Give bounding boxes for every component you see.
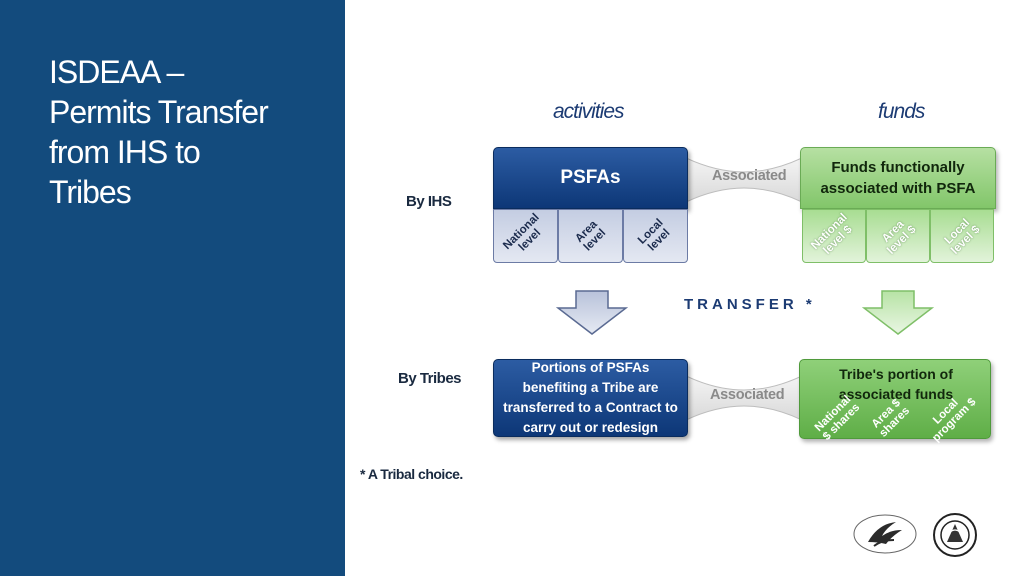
row-label-by-ihs: By IHS: [406, 193, 452, 210]
top-association-connector: [686, 157, 802, 203]
column-heading-activities: activities: [553, 100, 625, 123]
funds-box-line-2: associated with PSFA: [820, 180, 976, 197]
title-line-4: Tribes: [49, 174, 132, 210]
down-arrow-funds: [862, 290, 934, 335]
row-label-by-tribes: By Tribes: [398, 370, 462, 387]
title-line-3: from IHS to: [49, 134, 201, 170]
title-line-1: ISDEAA –: [49, 54, 184, 90]
psfa-portions-line-4: carry out or redesign: [522, 420, 659, 435]
psfas-box: PSFAs: [493, 147, 688, 209]
funds-box: Funds functionally associated with PSFA: [800, 147, 996, 209]
column-heading-funds: funds: [878, 100, 925, 123]
funds-box-line-1: Funds functionally: [831, 159, 965, 176]
psfa-portions-line-3: transferred to a Contract to: [503, 400, 678, 415]
psfa-portions-line-2: benefiting a Tribe are: [522, 380, 659, 395]
tribal-choice-footnote: * A Tribal choice.: [360, 466, 463, 482]
tribe-funds-line-1: Tribe's portion of: [839, 366, 953, 382]
psfas-box-label: PSFAs: [560, 167, 621, 188]
bottom-association-connector: [686, 375, 802, 421]
slide-title: ISDEAA – Permits Transfer from IHS to Tr…: [49, 52, 329, 212]
tribe-funds-line-2: associated funds: [838, 386, 954, 402]
tribe-funds-box: Tribe's portion of associated funds Nati…: [799, 359, 991, 444]
sidebar-panel: [0, 0, 345, 576]
hhs-seal-icon: [853, 514, 917, 554]
top-associated-label: Associated: [712, 168, 787, 184]
ihs-seal-icon: [933, 513, 977, 557]
psfa-portions-box: Portions of PSFAs benefiting a Tribe are…: [493, 359, 688, 437]
down-arrow-activities: [556, 290, 628, 335]
bottom-associated-label: Associated: [710, 387, 785, 403]
transfer-label: TRANSFER *: [684, 296, 816, 313]
psfa-portions-line-1: Portions of PSFAs: [531, 360, 650, 375]
title-line-2: Permits Transfer: [49, 94, 269, 130]
